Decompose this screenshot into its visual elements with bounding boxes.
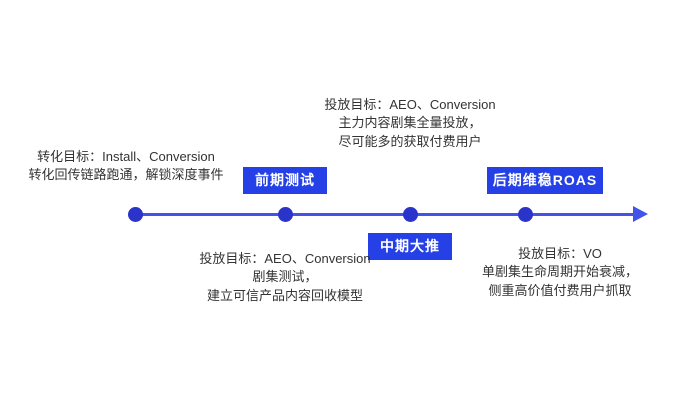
phase-badge-late-stable-roas: 后期维稳ROAS: [487, 167, 603, 194]
annotation-conversion-goal: 转化目标：Install、Conversion 转化回传链路跑通，解锁深度事件: [28, 149, 224, 183]
timeline-dot: [518, 207, 533, 222]
timeline-axis: [130, 213, 635, 216]
timeline-dot: [278, 207, 293, 222]
annotation-early-testing-goal: 投放目标：AEO、Conversion 剧集测试， 建立可信产品内容回收模型: [199, 251, 371, 303]
arrow-right-icon: [633, 206, 648, 222]
annotation-late-stage-goal: 投放目标：VO 单剧集生命周期开始衰减， 侧重高价值付费用户抓取: [481, 246, 638, 298]
timeline-dot: [403, 207, 418, 222]
phase-badge-early-testing: 前期测试: [243, 167, 327, 194]
annotation-mid-push-goal: 投放目标：AEO、Conversion 主力内容剧集全量投放， 尽可能多的获取付…: [324, 97, 496, 149]
timeline-dot: [128, 207, 143, 222]
phase-badge-mid-push: 中期大推: [368, 233, 452, 260]
